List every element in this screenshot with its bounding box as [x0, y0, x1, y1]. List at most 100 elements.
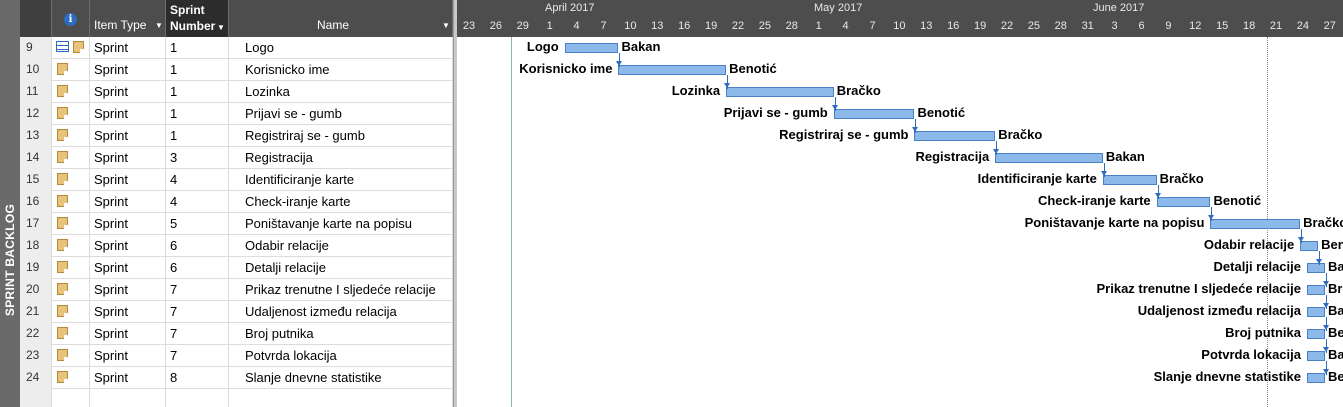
task-name-cell[interactable]: Registracija — [229, 147, 453, 169]
indicators-cell[interactable] — [52, 279, 90, 301]
sprint-number-cell[interactable]: 4 — [166, 191, 229, 213]
sprint-number-cell[interactable]: 1 — [166, 81, 229, 103]
empty-row[interactable] — [20, 389, 453, 407]
empty-cell[interactable] — [166, 389, 229, 407]
notes-icon[interactable] — [57, 107, 68, 119]
row-number[interactable]: 20 — [20, 279, 52, 301]
task-bar[interactable] — [1300, 241, 1319, 251]
task-bar[interactable] — [1210, 219, 1301, 229]
notes-icon[interactable] — [57, 349, 68, 361]
notes-icon[interactable] — [57, 85, 68, 97]
sprint-number-cell[interactable]: 6 — [166, 235, 229, 257]
item-type-cell[interactable]: Sprint — [90, 37, 166, 59]
notes-icon[interactable] — [57, 195, 68, 207]
indicators-column-header[interactable]: i — [52, 0, 90, 37]
notes-icon[interactable] — [57, 283, 68, 295]
task-name-cell[interactable]: Udaljenost između relacija — [229, 301, 453, 323]
row-number[interactable]: 23 — [20, 345, 52, 367]
split-bar[interactable] — [453, 0, 457, 407]
indicators-cell[interactable] — [52, 81, 90, 103]
indicators-cell[interactable] — [52, 213, 90, 235]
sprint-number-cell[interactable]: 1 — [166, 59, 229, 81]
sprint-number-cell[interactable]: 7 — [166, 345, 229, 367]
item-type-cell[interactable]: Sprint — [90, 169, 166, 191]
notes-icon[interactable] — [57, 129, 68, 141]
row-number[interactable]: 12 — [20, 103, 52, 125]
empty-cell[interactable] — [20, 389, 52, 407]
item-type-cell[interactable]: Sprint — [90, 147, 166, 169]
task-name-cell[interactable]: Odabir relacije — [229, 235, 453, 257]
notes-icon[interactable] — [57, 305, 68, 317]
indicators-cell[interactable] — [52, 257, 90, 279]
row-number[interactable]: 9 — [20, 37, 52, 59]
sprint-number-cell[interactable]: 1 — [166, 103, 229, 125]
item-type-cell[interactable]: Sprint — [90, 213, 166, 235]
notes-icon[interactable] — [57, 327, 68, 339]
item-type-column-header[interactable]: Item Type ▼ — [90, 0, 166, 37]
sprint-number-dropdown-icon[interactable]: ▼ — [217, 23, 225, 32]
row-number[interactable]: 17 — [20, 213, 52, 235]
indicators-cell[interactable] — [52, 125, 90, 147]
table-icon[interactable] — [56, 41, 69, 52]
sprint-number-cell[interactable]: 5 — [166, 213, 229, 235]
indicators-cell[interactable] — [52, 235, 90, 257]
indicators-cell[interactable] — [52, 59, 90, 81]
indicators-cell[interactable] — [52, 169, 90, 191]
task-bar[interactable] — [1307, 329, 1325, 339]
task-name-cell[interactable]: Registriraj se - gumb — [229, 125, 453, 147]
sprint-number-cell[interactable]: 3 — [166, 147, 229, 169]
task-name-cell[interactable]: Poništavanje karte na popisu — [229, 213, 453, 235]
task-bar[interactable] — [995, 153, 1103, 163]
name-dropdown-icon[interactable]: ▼ — [442, 21, 450, 30]
notes-icon[interactable] — [57, 217, 68, 229]
row-number[interactable]: 22 — [20, 323, 52, 345]
task-name-cell[interactable]: Logo — [229, 37, 453, 59]
item-type-cell[interactable]: Sprint — [90, 191, 166, 213]
task-name-cell[interactable]: Lozinka — [229, 81, 453, 103]
sprint-number-cell[interactable]: 1 — [166, 125, 229, 147]
notes-icon[interactable] — [73, 41, 84, 53]
empty-cell[interactable] — [90, 389, 166, 407]
item-type-cell[interactable]: Sprint — [90, 279, 166, 301]
row-number[interactable]: 16 — [20, 191, 52, 213]
row-number[interactable]: 15 — [20, 169, 52, 191]
task-bar[interactable] — [618, 65, 727, 75]
indicators-cell[interactable] — [52, 323, 90, 345]
sprint-number-cell[interactable]: 8 — [166, 367, 229, 389]
notes-icon[interactable] — [57, 151, 68, 163]
notes-icon[interactable] — [57, 239, 68, 251]
indicators-cell[interactable] — [52, 191, 90, 213]
item-type-cell[interactable]: Sprint — [90, 345, 166, 367]
row-number[interactable]: 18 — [20, 235, 52, 257]
item-type-cell[interactable]: Sprint — [90, 257, 166, 279]
item-type-cell[interactable]: Sprint — [90, 125, 166, 147]
indicators-cell[interactable] — [52, 103, 90, 125]
notes-icon[interactable] — [57, 173, 68, 185]
notes-icon[interactable] — [57, 261, 68, 273]
sprint-number-cell[interactable]: 7 — [166, 323, 229, 345]
notes-icon[interactable] — [57, 63, 68, 75]
task-name-cell[interactable]: Potvrda lokacija — [229, 345, 453, 367]
task-bar[interactable] — [914, 131, 996, 141]
task-bar[interactable] — [1307, 307, 1325, 317]
row-number[interactable]: 19 — [20, 257, 52, 279]
task-name-cell[interactable]: Broj putnika — [229, 323, 453, 345]
task-name-cell[interactable]: Check-iranje karte — [229, 191, 453, 213]
empty-cell[interactable] — [229, 389, 453, 407]
notes-icon[interactable] — [57, 371, 68, 383]
